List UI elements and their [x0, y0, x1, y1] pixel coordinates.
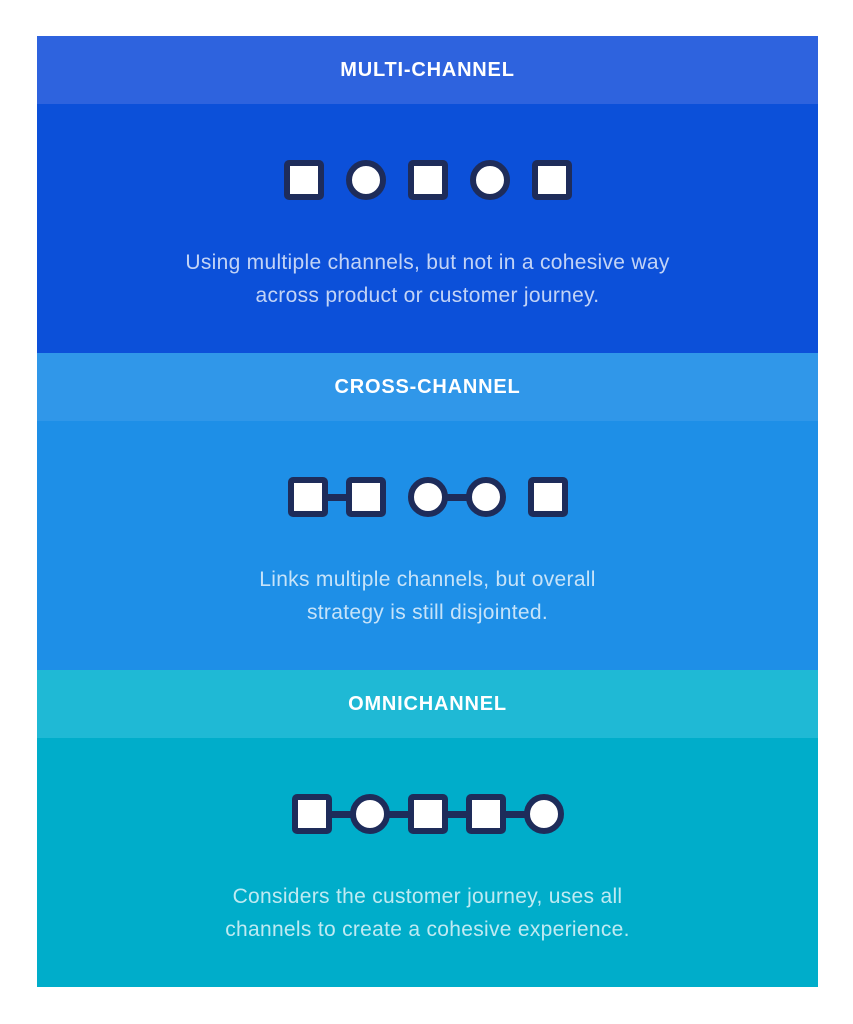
- gap-spacer: [448, 177, 470, 184]
- square-node: [287, 477, 328, 517]
- circle-node: [469, 160, 510, 200]
- gap-spacer: [386, 177, 408, 184]
- gap-spacer: [510, 177, 532, 184]
- square-node: [283, 160, 324, 200]
- section-header-cross-channel: CROSS-CHANNEL: [37, 353, 818, 421]
- section-body-omnichannel: Considers the customer journey, uses all…: [37, 738, 818, 987]
- section-description: Links multiple channels, but overall str…: [259, 568, 596, 624]
- circle-node: [407, 477, 448, 517]
- section-title: CROSS-CHANNEL: [334, 375, 521, 398]
- square-node: [465, 794, 506, 834]
- section-header-omnichannel: OMNICHANNEL: [37, 670, 818, 738]
- section-description: Considers the customer journey, uses all…: [225, 885, 630, 941]
- square-node: [527, 477, 568, 517]
- section-title: MULTI-CHANNEL: [340, 58, 515, 81]
- connector-line: [446, 493, 467, 501]
- section-title: OMNICHANNEL: [348, 692, 507, 715]
- shape-row: [283, 160, 572, 200]
- gap-spacer: [324, 177, 346, 184]
- circle-node: [349, 794, 390, 834]
- circle-node: [345, 160, 386, 200]
- connector-line: [388, 810, 409, 818]
- connector-line: [326, 493, 347, 501]
- circle-node: [465, 477, 506, 517]
- square-node: [531, 160, 572, 200]
- square-node: [291, 794, 332, 834]
- section-header-multi-channel: MULTI-CHANNEL: [37, 36, 818, 104]
- shape-row: [291, 794, 564, 834]
- circle-node: [523, 794, 564, 834]
- square-node: [407, 160, 448, 200]
- square-node: [345, 477, 386, 517]
- gap-spacer: [506, 494, 528, 501]
- square-node: [407, 794, 448, 834]
- section-body-cross-channel: Links multiple channels, but overall str…: [37, 421, 818, 670]
- section-body-multi-channel: Using multiple channels, but not in a co…: [37, 104, 818, 353]
- section-cross-channel: CROSS-CHANNEL Links multiple channels, b…: [37, 353, 818, 670]
- channel-strategy-infographic: MULTI-CHANNEL Using multiple channels, b…: [37, 36, 818, 987]
- section-multi-channel: MULTI-CHANNEL Using multiple channels, b…: [37, 36, 818, 353]
- section-omnichannel: OMNICHANNEL Considers the customer journ…: [37, 670, 818, 987]
- connector-line: [446, 810, 467, 818]
- connector-line: [330, 810, 351, 818]
- connector-line: [504, 810, 525, 818]
- section-description: Using multiple channels, but not in a co…: [185, 251, 670, 307]
- gap-spacer: [386, 494, 408, 501]
- shape-row: [287, 477, 568, 517]
